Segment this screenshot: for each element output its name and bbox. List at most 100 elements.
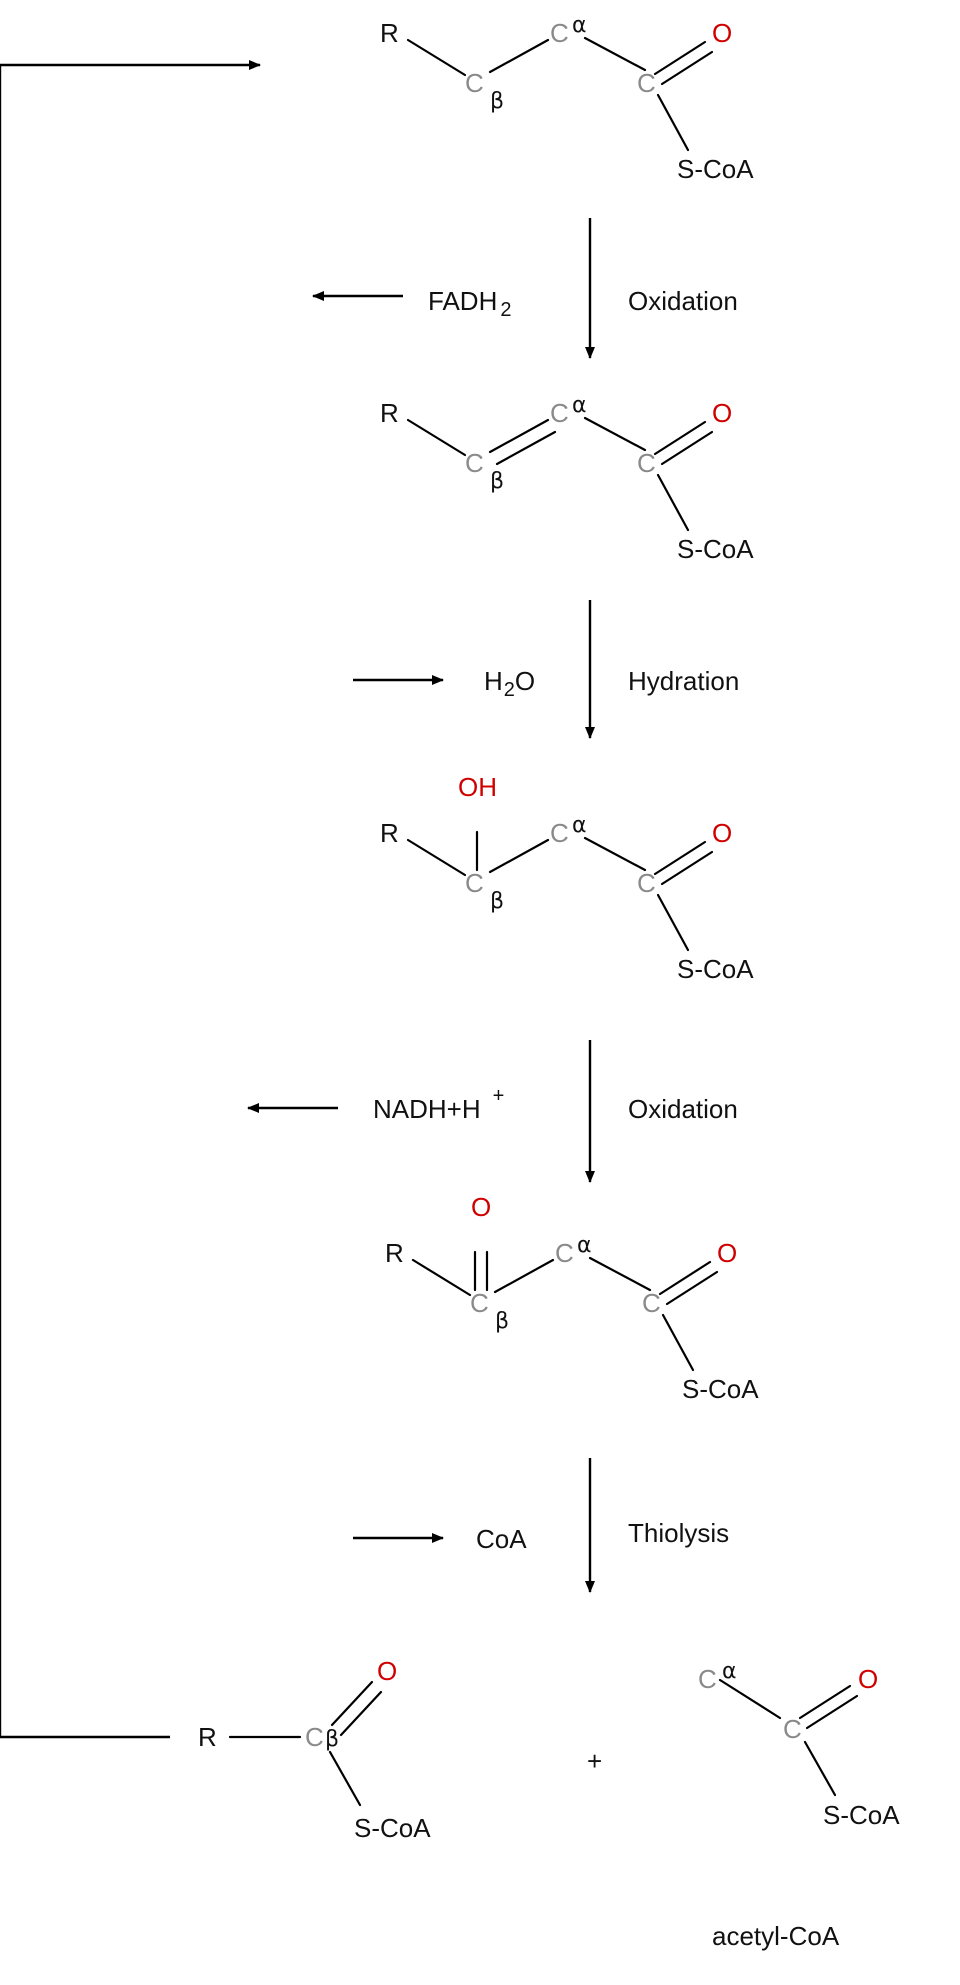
r-group-label: R bbox=[380, 398, 399, 428]
bond-line bbox=[411, 1258, 472, 1297]
alpha-label: α bbox=[572, 813, 587, 838]
alpha-label: α bbox=[577, 1233, 592, 1258]
bond-line bbox=[653, 840, 707, 876]
c-beta-atom: C bbox=[465, 868, 484, 898]
carbonyl-o-atom: O bbox=[712, 18, 732, 48]
bond-line bbox=[656, 473, 690, 532]
carbonyl-c-atom: C bbox=[637, 868, 656, 898]
c-alpha-atom: C bbox=[698, 1664, 717, 1694]
c-beta-atom: C bbox=[305, 1722, 324, 1752]
bond-line bbox=[660, 850, 714, 886]
molecule-hydroxyacyl-coa: OH R C β C α C O S-CoA bbox=[380, 772, 754, 984]
byproduct-label: NADH+H+ bbox=[373, 1085, 504, 1124]
molecule-ketoacyl-coa: O R C β C α C O S-CoA bbox=[385, 1192, 759, 1404]
acetyl-coa-label: acetyl-CoA bbox=[712, 1921, 840, 1951]
carbonyl-c-atom: C bbox=[783, 1714, 802, 1744]
r-group-label: R bbox=[198, 1722, 217, 1752]
bond-line bbox=[339, 1690, 383, 1737]
scoa-label: S-CoA bbox=[823, 1800, 900, 1830]
bond-line bbox=[660, 50, 714, 86]
scoa-label: S-CoA bbox=[677, 154, 754, 184]
plus-sign: + bbox=[587, 1746, 602, 1776]
beta-label: β bbox=[490, 889, 504, 914]
r-group-label: R bbox=[385, 1238, 404, 1268]
beta-label: β bbox=[325, 1727, 339, 1752]
bond-line bbox=[406, 38, 467, 77]
bond-line bbox=[583, 836, 647, 872]
bond-line bbox=[660, 430, 714, 466]
c-beta-atom: C bbox=[465, 68, 484, 98]
bond-line bbox=[406, 838, 467, 877]
molecule-enoyl-coa: R C β C α C O S-CoA bbox=[380, 393, 754, 564]
step-thiolysis: Thiolysis CoA bbox=[353, 1458, 729, 1593]
bond-line bbox=[718, 1678, 782, 1720]
molecule-acyl-coa: R C β C α C O S-CoA bbox=[380, 13, 754, 184]
beta-label: β bbox=[490, 469, 504, 494]
bond-line bbox=[656, 93, 690, 152]
c-alpha-atom: C bbox=[550, 818, 569, 848]
step-label: Thiolysis bbox=[628, 1518, 729, 1548]
hydroxyl-label: OH bbox=[458, 772, 497, 802]
c-alpha-atom: C bbox=[550, 398, 569, 428]
bond-line bbox=[493, 1258, 555, 1294]
bond-line bbox=[653, 40, 707, 76]
c-alpha-atom: C bbox=[555, 1238, 574, 1268]
carbonyl-c-atom: C bbox=[637, 68, 656, 98]
scoa-label: S-CoA bbox=[677, 954, 754, 984]
bond-line bbox=[488, 838, 550, 874]
bond-line bbox=[328, 1750, 362, 1807]
step-label: Oxidation bbox=[628, 1094, 738, 1124]
bond-line bbox=[656, 893, 690, 952]
bond-line bbox=[406, 418, 467, 457]
carbonyl-o-atom: O bbox=[717, 1238, 737, 1268]
carbonyl-c-atom: C bbox=[637, 448, 656, 478]
step-oxidation-2: Oxidation NADH+H+ bbox=[247, 1040, 738, 1183]
bond-line bbox=[658, 1260, 712, 1296]
alpha-label: α bbox=[572, 13, 587, 38]
recycle-arrow bbox=[0, 60, 261, 1739]
scoa-label: S-CoA bbox=[354, 1813, 431, 1843]
bond-line bbox=[798, 1684, 852, 1720]
r-group-label: R bbox=[380, 818, 399, 848]
product-acetyl-coa: C α C O S-CoA acetyl-CoA bbox=[698, 1659, 900, 1951]
alpha-label: α bbox=[722, 1659, 737, 1684]
bond-line bbox=[583, 36, 647, 72]
c-beta-atom: C bbox=[470, 1288, 489, 1318]
bond-line bbox=[803, 1740, 837, 1797]
product-shortened-acyl-coa: R C β O S-CoA bbox=[198, 1656, 431, 1843]
carbonyl-o-atom: O bbox=[712, 398, 732, 428]
bond-line bbox=[495, 430, 557, 466]
bond-line bbox=[665, 1270, 719, 1306]
beta-label: β bbox=[495, 1309, 509, 1334]
scoa-label: S-CoA bbox=[677, 534, 754, 564]
recycle-loop bbox=[0, 60, 261, 1739]
step-label: Oxidation bbox=[628, 286, 738, 316]
c-beta-atom: C bbox=[465, 448, 484, 478]
bond-line bbox=[805, 1694, 859, 1730]
reagent-label: H2O bbox=[484, 666, 535, 701]
bond-line bbox=[661, 1313, 695, 1372]
bond-line bbox=[330, 1680, 374, 1727]
c-alpha-atom: C bbox=[550, 18, 569, 48]
bond-line bbox=[488, 418, 550, 454]
bond-line bbox=[653, 420, 707, 456]
step-hydration: Hydration H2O bbox=[353, 600, 739, 739]
bond-line bbox=[588, 1256, 652, 1292]
bond-line bbox=[583, 416, 647, 452]
carbonyl-o-atom: O bbox=[712, 818, 732, 848]
carbonyl-o-atom: O bbox=[858, 1664, 878, 1694]
bond-line bbox=[488, 38, 550, 74]
alpha-label: α bbox=[572, 393, 587, 418]
r-group-label: R bbox=[380, 18, 399, 48]
keto-o-atom: O bbox=[471, 1192, 491, 1222]
carbonyl-o-atom: O bbox=[377, 1656, 397, 1686]
step-label: Hydration bbox=[628, 666, 739, 696]
reagent-label: CoA bbox=[476, 1524, 527, 1554]
carbonyl-c-atom: C bbox=[642, 1288, 661, 1318]
beta-label: β bbox=[490, 89, 504, 114]
scoa-label: S-CoA bbox=[682, 1374, 759, 1404]
